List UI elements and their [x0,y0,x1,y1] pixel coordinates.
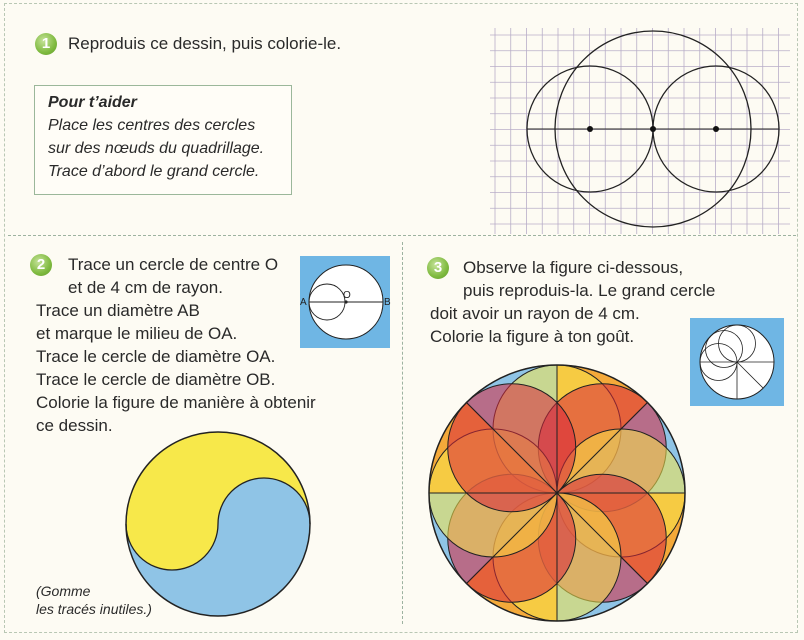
construction-diagram: A O B [300,256,391,348]
exercise-2-line: Trace le cercle de diamètre OB. [36,370,276,389]
exercise-3-line: puis reproduis-la. Le grand cercle [463,281,716,300]
help-title: Pour t’aider [48,94,137,111]
exercise-3-line: doit avoir un rayon de 4 cm. [430,304,640,323]
point-label-b: B [384,297,391,308]
exercise-3-line: Colorie la figure à ton goût. [430,327,635,346]
help-line: sur des nœuds du quadrillage. [48,140,265,157]
exercise-1-instruction: Reproduis ce dessin, puis colorie-le. [68,34,342,53]
help-box: Pour t’aider Place les centres des cercl… [34,85,292,195]
rosette-figure [428,364,686,622]
rosette-outer-circle [428,364,686,622]
exercise-2-line: et marque le milieu de OA. [36,324,238,343]
rosette-sectors [428,364,686,622]
point-label-o: O [343,290,351,301]
exercise-3-badge: 3 [427,257,449,279]
exercise-1-badge: 1 [35,33,57,55]
section-divider-horizontal [8,235,796,236]
center-dot [713,126,719,132]
exercise-3-line: Observe la figure ci-dessous, [463,258,684,277]
grid-lines [490,28,790,234]
erase-note: (Gomme les tracés inutiles.) [36,582,152,618]
exercise-2-line: Trace un cercle de centre O [68,255,279,274]
page-frame [4,3,798,633]
rosette-radius [556,402,648,494]
exercise-2-line: Trace le cercle de diamètre OA. [36,347,276,366]
grid-circles-figure [490,28,790,234]
rosette-radius [466,492,558,584]
center-dot [587,126,593,132]
exercise-2-line: Trace un diamètre AB [36,301,200,320]
exercise-2-line: Colorie la figure de manière à obtenir [36,393,316,412]
flower-construction-diagram [690,318,784,406]
point-label-a: A [300,297,307,308]
center-dot [650,126,656,132]
rosette-radius [466,402,558,494]
note-line: (Gomme [36,583,91,599]
note-line: les tracés inutiles.) [36,601,152,617]
help-line: Place les centres des cercles [48,117,256,134]
help-line: Trace d’abord le grand cercle. [48,163,260,180]
yin-yang-figure [125,431,311,617]
exercise-2-line: et de 4 cm de rayon. [68,278,223,297]
exercise-2-line: ce dessin. [36,416,113,435]
section-divider-vertical [402,242,403,624]
exercise-2-badge: 2 [30,254,52,276]
rosette-radius [556,492,648,584]
